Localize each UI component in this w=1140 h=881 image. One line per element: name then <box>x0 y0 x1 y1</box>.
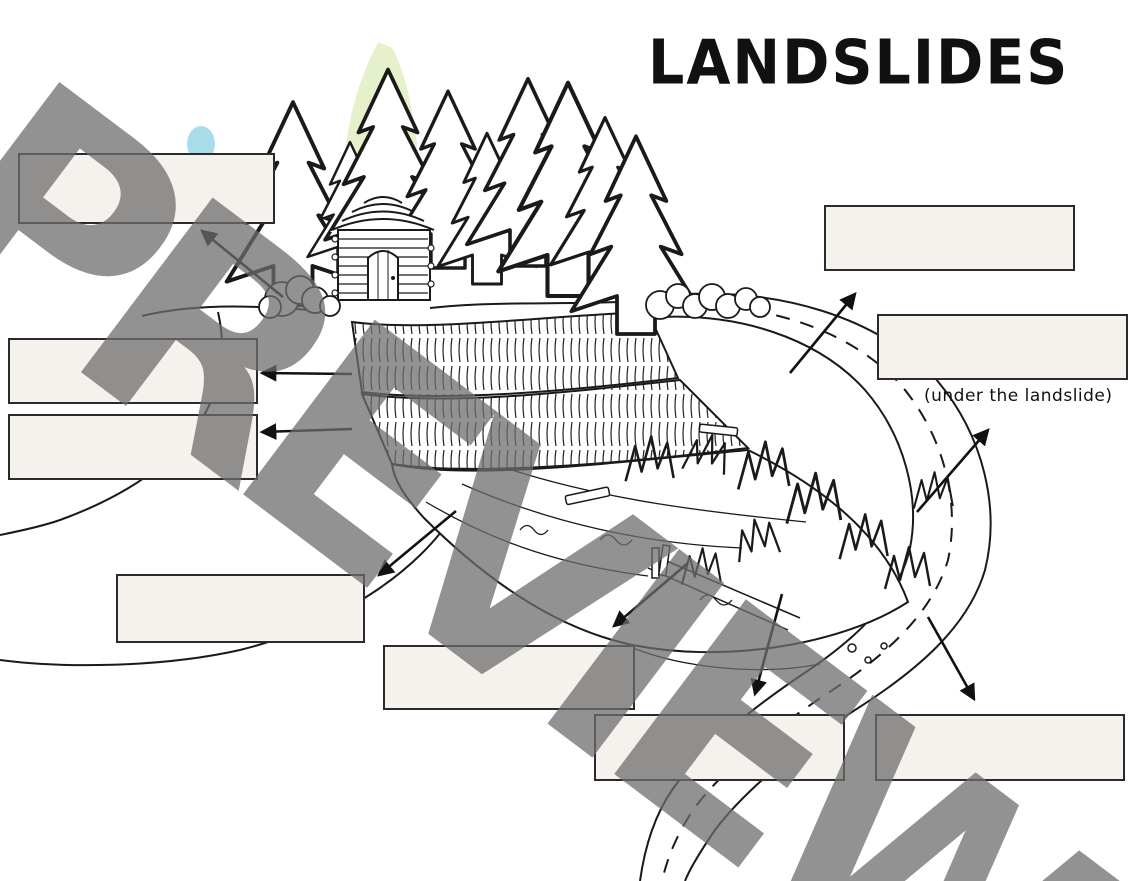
scarp-terraces <box>350 310 751 470</box>
arrow-8 <box>788 292 857 374</box>
arrow-3 <box>259 423 353 440</box>
answer-box-7[interactable] <box>875 714 1125 781</box>
answer-box-8[interactable] <box>824 205 1075 271</box>
arrow-1 <box>200 229 284 299</box>
arrow-7 <box>926 616 976 702</box>
answer-box-5[interactable] <box>383 645 635 710</box>
answer-box-6[interactable] <box>594 714 845 781</box>
answer-box-4[interactable] <box>116 574 365 643</box>
under-landslide-note: (under the landslide) <box>924 386 1113 406</box>
cabin-door <box>367 250 399 301</box>
page-title: LANDSLIDES <box>648 27 1070 99</box>
arrow-6 <box>750 593 784 697</box>
bushes <box>258 275 341 319</box>
arrow-5 <box>612 562 689 628</box>
answer-box-9[interactable] <box>877 314 1128 380</box>
answer-box-2[interactable] <box>8 338 258 404</box>
arrow-9 <box>916 428 990 513</box>
rocks <box>645 283 771 320</box>
arrow-2 <box>259 364 353 382</box>
pointer-arrows <box>200 229 990 702</box>
road-centerline <box>651 304 953 881</box>
cabin <box>330 196 436 301</box>
answer-box-3[interactable] <box>8 414 258 480</box>
arrow-4 <box>377 510 457 577</box>
answer-box-1[interactable] <box>18 153 275 224</box>
